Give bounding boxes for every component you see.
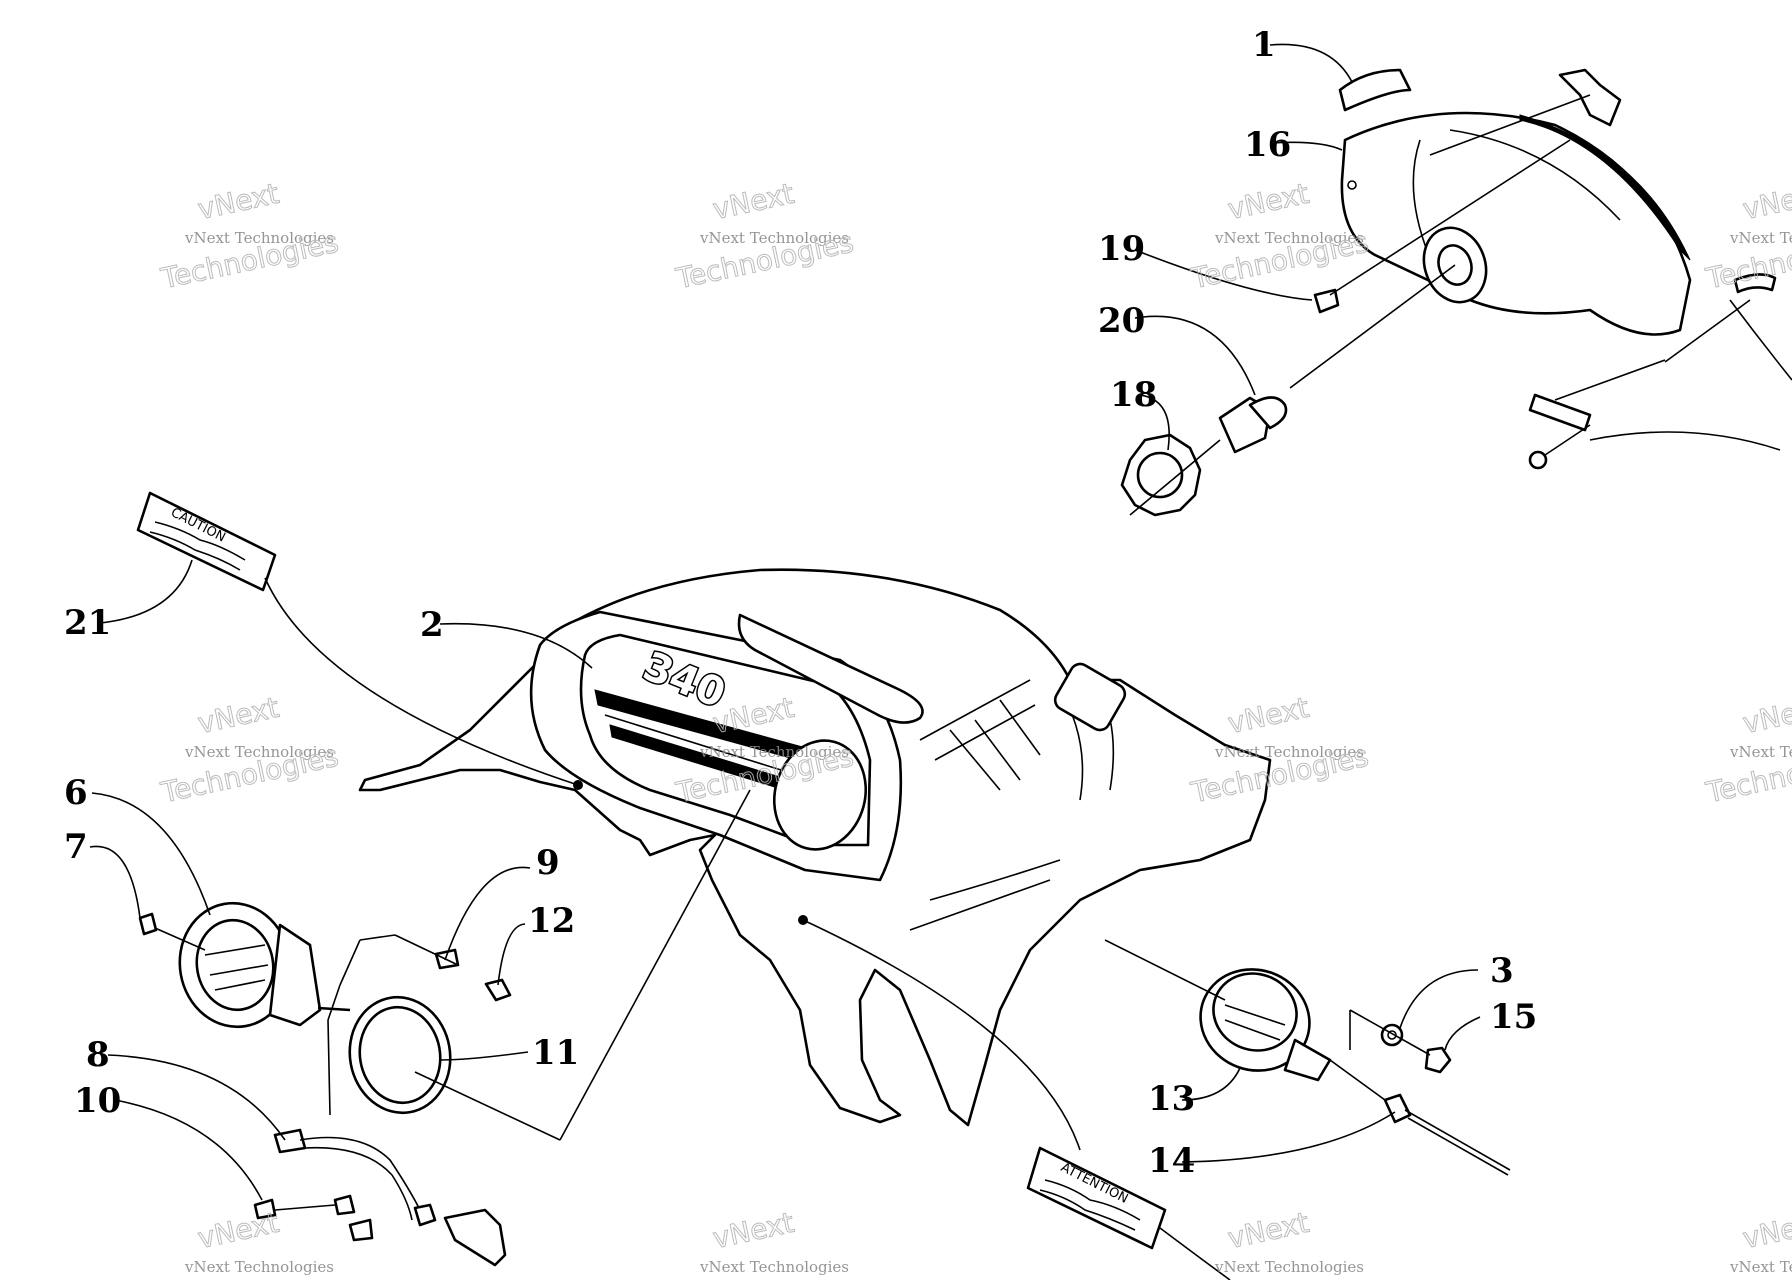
callout-10: 10 [74, 1081, 121, 1121]
svg-text:vNext: vNext [1225, 691, 1312, 740]
watermark: vNext vNext Technologies Technologies [157, 690, 342, 810]
svg-text:vNext Technologies: vNext Technologies [699, 1258, 849, 1276]
callout-6: 6 [64, 773, 88, 813]
svg-text:vNext Technologies: vNext Technologies [699, 229, 849, 247]
caution-decal: CAUTION [136, 491, 277, 592]
svg-text:vNext: vNext [195, 1206, 282, 1255]
callout-19: 19 [1098, 229, 1145, 269]
svg-text:vNext: vNext [195, 691, 282, 740]
callout-20: 20 [1098, 301, 1145, 341]
watermark: vNext vNext Technologies [184, 1205, 334, 1276]
svg-text:vNext: vNext [710, 177, 797, 226]
svg-text:vNext: vNext [1740, 1206, 1792, 1255]
svg-text:vNext Technologies: vNext Technologies [184, 229, 334, 247]
tachometer-gauge [1104, 939, 1511, 1176]
svg-text:vNext Technologies: vNext Technologies [1729, 743, 1792, 761]
attention-decal: ATTENTION [1026, 1146, 1167, 1250]
hood-panel: 340 [358, 568, 1272, 1127]
callout-15: 15 [1490, 997, 1537, 1037]
watermark: vNext vNext Technologies [699, 1205, 849, 1276]
watermark: vNext vNext Technologies Technologies [1702, 690, 1792, 810]
watermark: vNext vNext Technologies Technologies [672, 176, 857, 296]
svg-text:vNext Technologies: vNext Technologies [184, 743, 334, 761]
svg-text:vNext: vNext [1225, 1206, 1312, 1255]
callout-3: 3 [1490, 951, 1514, 991]
svg-text:vNext: vNext [1225, 177, 1312, 226]
watermark: vNext vNext Technologies [1214, 1205, 1364, 1276]
callout-2: 2 [420, 605, 444, 645]
watermark: vNext vNext Technologies [1729, 1205, 1792, 1276]
callout-9: 9 [536, 843, 560, 883]
wiring-harness [253, 789, 751, 1267]
watermark: vNext vNext Technologies Technologies [157, 176, 342, 296]
svg-text:vNext Technologies: vNext Technologies [184, 1258, 334, 1276]
callout-14: 14 [1148, 1141, 1195, 1181]
callout-11: 11 [532, 1033, 579, 1073]
svg-text:vNext Technologies: vNext Technologies [699, 743, 849, 761]
callout-7: 7 [64, 827, 88, 867]
callout-12: 12 [528, 901, 575, 941]
leader-lines [89, 43, 1792, 1280]
speedometer-gauge [138, 901, 512, 1115]
headlight-assembly [1120, 68, 1777, 517]
callout-21: 21 [64, 603, 111, 643]
svg-text:vNext: vNext [710, 1206, 797, 1255]
callout-18: 18 [1110, 375, 1157, 415]
svg-text:vNext Technologies: vNext Technologies [1214, 1258, 1364, 1276]
svg-text:vNext: vNext [195, 177, 282, 226]
svg-text:vNext Technologies: vNext Technologies [1214, 743, 1364, 761]
svg-text:vNext Technologies: vNext Technologies [1729, 1258, 1792, 1276]
svg-text:vNext Technologies: vNext Technologies [1729, 229, 1792, 247]
svg-text:vNext: vNext [1740, 177, 1792, 226]
svg-text:vNext Technologies: vNext Technologies [1214, 229, 1364, 247]
svg-text:vNext: vNext [1740, 691, 1792, 740]
callout-13: 13 [1148, 1079, 1195, 1119]
callout-1: 1 [1252, 25, 1276, 65]
watermark: vNext vNext Technologies Technologies [1702, 176, 1792, 296]
callout-16: 16 [1244, 125, 1291, 165]
callout-8: 8 [86, 1035, 110, 1075]
watermark: vNext vNext Technologies Technologies [1187, 690, 1372, 810]
callout-labels: 1 2 3 6 7 8 9 10 11 12 13 14 15 16 18 19… [64, 25, 1537, 1181]
